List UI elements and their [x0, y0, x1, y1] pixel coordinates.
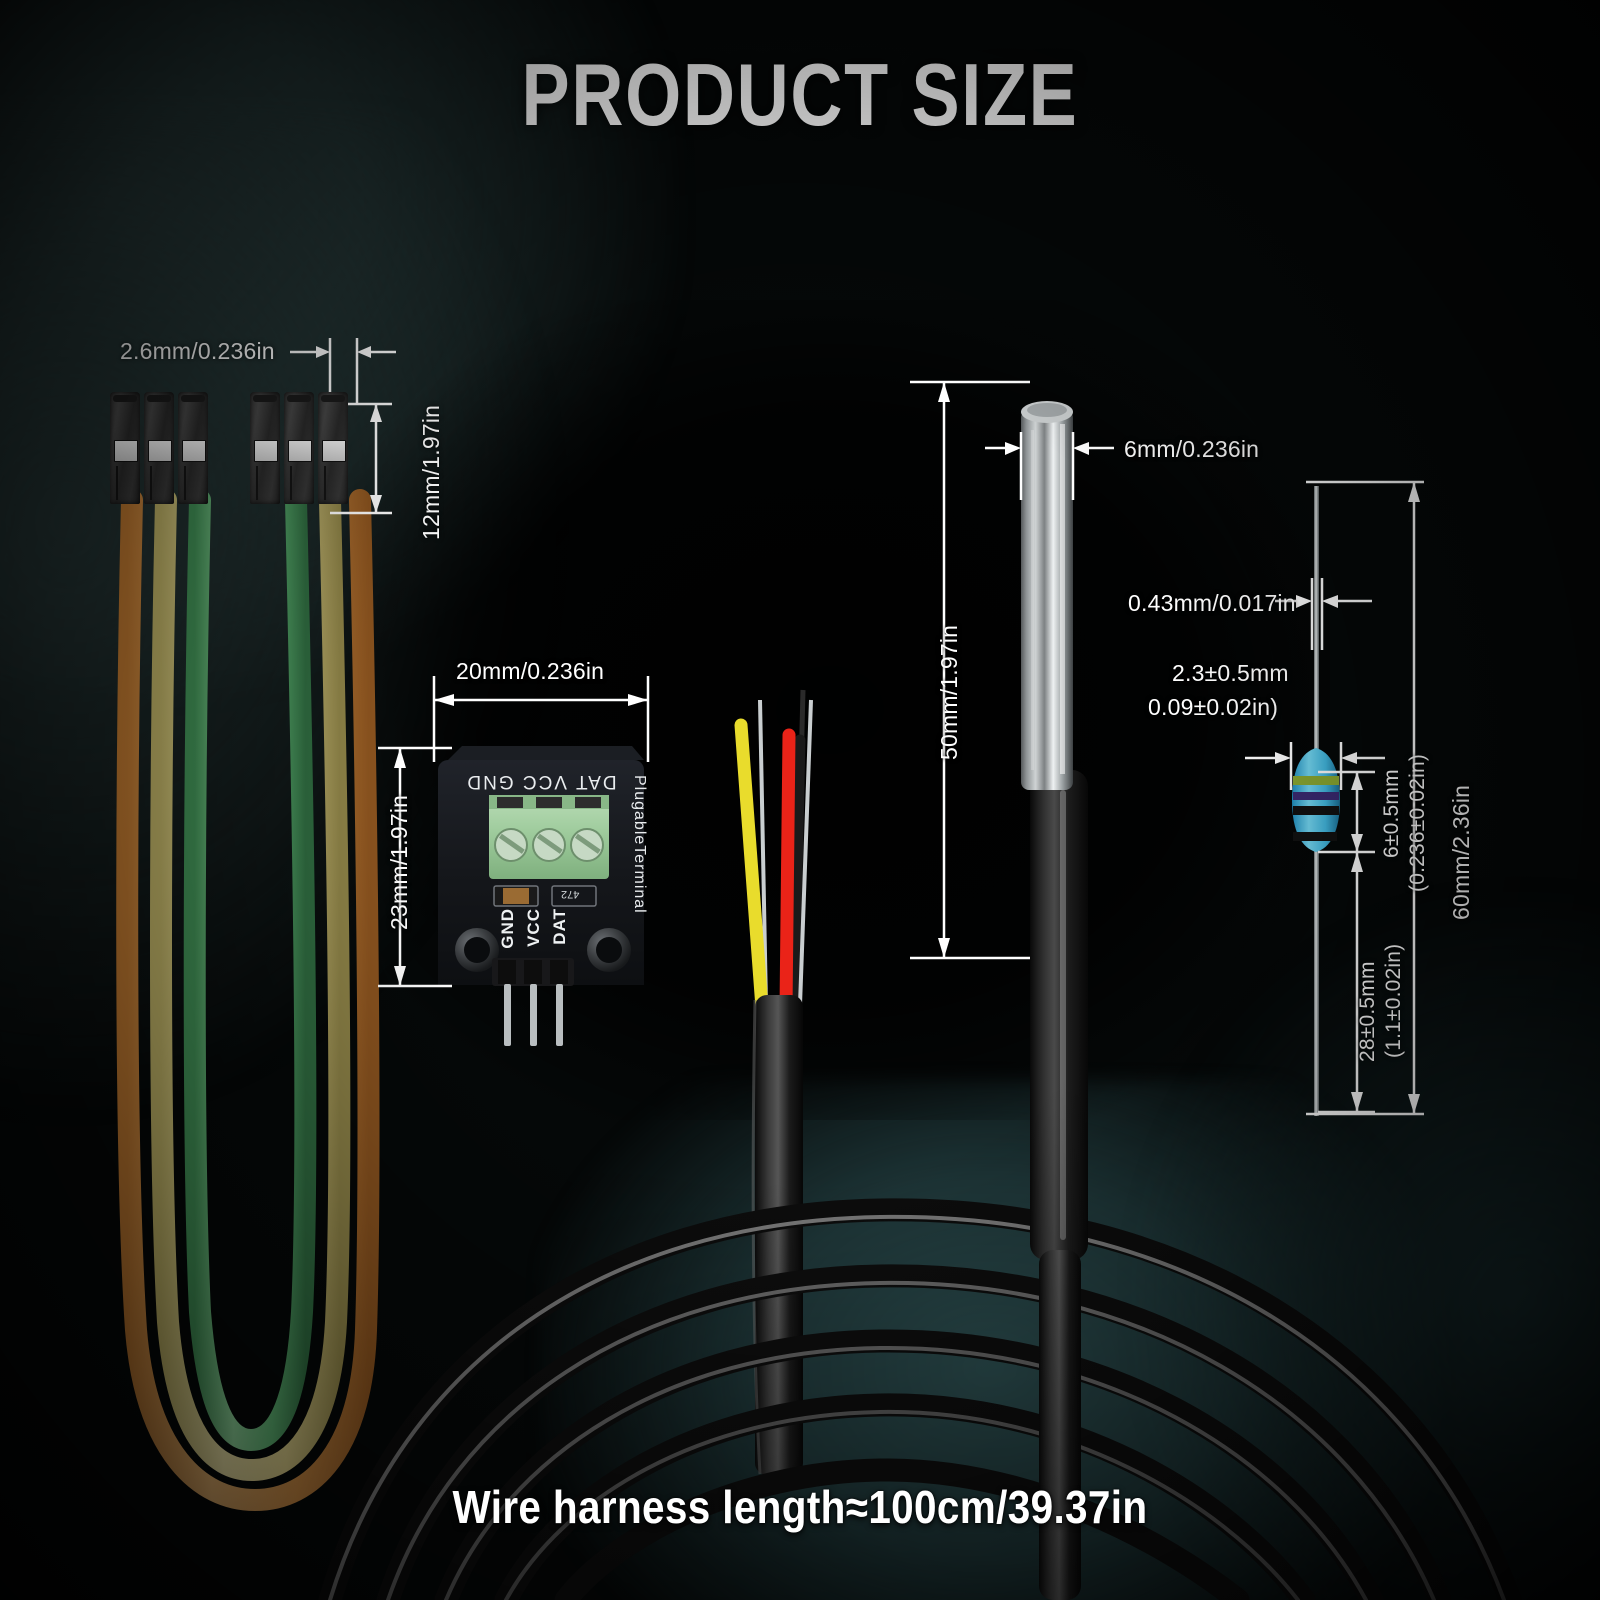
harness-length-caption: Wire harness length≈100cm/39.37in — [452, 1481, 1148, 1533]
